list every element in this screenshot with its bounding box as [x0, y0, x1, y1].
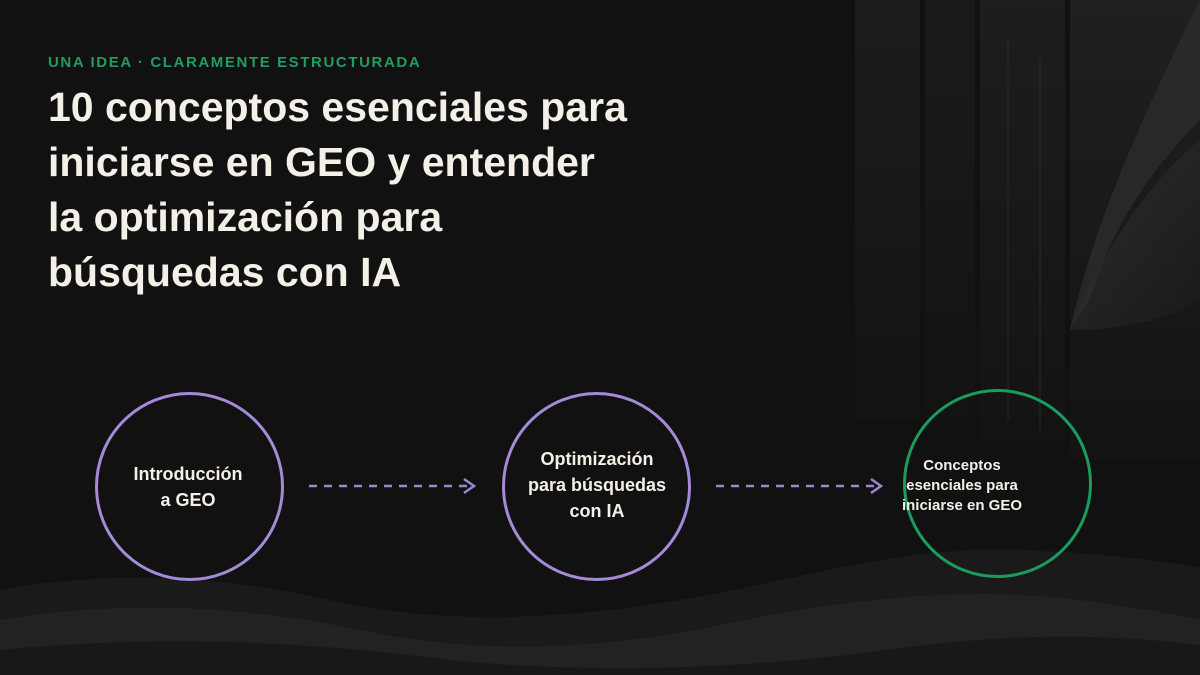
- title-line: búsquedas con IA: [48, 249, 402, 295]
- node-label: Conceptos esenciales para iniciarse en G…: [901, 457, 1023, 514]
- flow-arrow: [309, 477, 477, 495]
- page-title: 10 conceptos esenciales para iniciarse e…: [48, 80, 768, 300]
- title-line: 10 conceptos esenciales para: [48, 84, 627, 130]
- node-label: Introducción a GEO: [133, 464, 243, 510]
- node-circle-concepts: [903, 389, 1092, 578]
- node-circle-intro: [95, 392, 284, 581]
- title-line: la optimización para: [48, 194, 443, 240]
- title-line: iniciarse en GEO y entender: [48, 139, 595, 185]
- flow-arrow: [716, 477, 884, 495]
- node-label: Optimización para búsquedas con IA: [527, 449, 667, 521]
- eyebrow-text: UNA IDEA · CLARAMENTE ESTRUCTURADA: [48, 54, 422, 71]
- node-circle-optimization: [502, 392, 691, 581]
